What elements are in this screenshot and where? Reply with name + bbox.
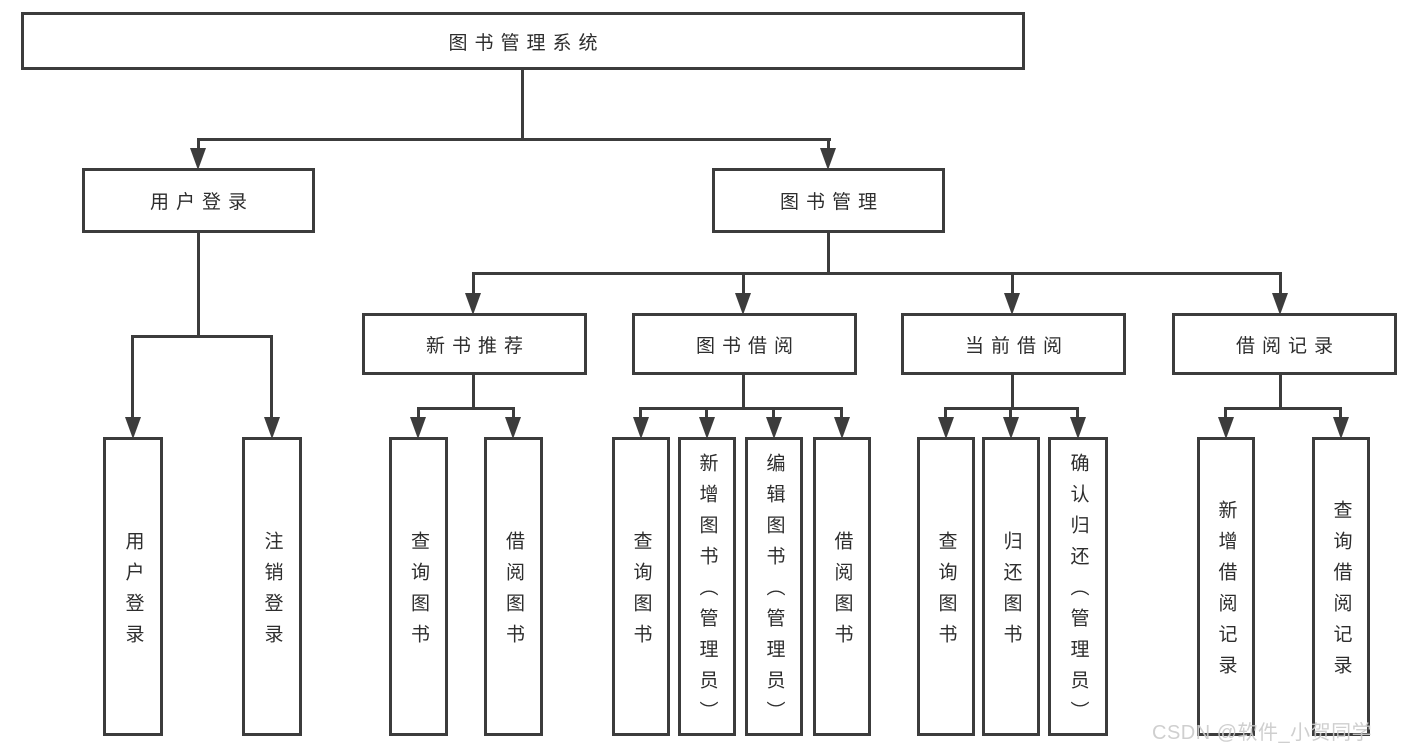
arrowhead-down-icon: [834, 417, 850, 439]
leaf-user-login: 用户登录: [103, 437, 163, 736]
connector-line: [197, 138, 200, 150]
arrowhead-down-icon: [465, 293, 481, 315]
connector-line: [639, 407, 843, 410]
connector-line: [639, 407, 642, 417]
connector-line: [705, 407, 708, 417]
arrowhead-down-icon: [735, 293, 751, 315]
connector-line: [742, 272, 745, 293]
arrowhead-down-icon: [766, 417, 782, 439]
arrowhead-down-icon: [1070, 417, 1086, 439]
connector-line: [840, 407, 843, 417]
leaf-borrow-borrow-books: 借阅图书: [813, 437, 871, 736]
connector-line: [417, 407, 420, 417]
connector-line: [197, 233, 200, 335]
node-book-borrow: 图书借阅: [632, 313, 857, 375]
arrowhead-down-icon: [1272, 293, 1288, 315]
connector-line: [944, 407, 947, 417]
connector-line: [197, 138, 831, 141]
connector-line: [1279, 375, 1282, 407]
arrowhead-down-icon: [125, 417, 141, 439]
connector-line: [1011, 272, 1014, 293]
node-book-management: 图书管理: [712, 168, 945, 233]
node-new-book-recommend: 新书推荐: [362, 313, 587, 375]
connector-line: [270, 335, 273, 417]
connector-line: [1224, 407, 1342, 410]
connector-line: [512, 407, 515, 417]
connector-line: [131, 335, 134, 417]
node-borrow-records: 借阅记录: [1172, 313, 1397, 375]
arrowhead-down-icon: [1003, 417, 1019, 439]
arrowhead-down-icon: [1333, 417, 1349, 439]
leaf-current-query-books: 查询图书: [917, 437, 975, 736]
leaf-logout: 注销登录: [242, 437, 302, 736]
csdn-watermark: CSDN @软件_小贺同学: [1152, 722, 1373, 744]
connector-line: [1011, 375, 1014, 407]
connector-line: [472, 272, 1282, 275]
arrowhead-down-icon: [264, 417, 280, 439]
arrowhead-down-icon: [633, 417, 649, 439]
connector-line: [827, 138, 830, 150]
leaf-borrow-query-books: 查询图书: [612, 437, 670, 736]
connector-line: [1279, 272, 1282, 293]
arrowhead-down-icon: [820, 148, 836, 170]
arrowhead-down-icon: [938, 417, 954, 439]
leaf-borrow-add-books-admin: 新增图书（管理员）: [678, 437, 736, 736]
connector-line: [1339, 407, 1342, 417]
connector-line: [742, 375, 745, 407]
connector-line: [1009, 407, 1012, 417]
connector-line: [521, 70, 524, 138]
arrowhead-down-icon: [1004, 293, 1020, 315]
leaf-borrow-edit-books-admin: 编辑图书（管理员）: [745, 437, 803, 736]
leaf-current-return-books: 归还图书: [982, 437, 1040, 736]
arrowhead-down-icon: [190, 148, 206, 170]
leaf-records-query-record: 查询借阅记录: [1312, 437, 1370, 736]
arrowhead-down-icon: [1218, 417, 1234, 439]
arrowhead-down-icon: [699, 417, 715, 439]
arrowhead-down-icon: [410, 417, 426, 439]
connector-line: [827, 233, 830, 272]
connector-line: [472, 272, 475, 293]
leaf-recommend-query-books: 查询图书: [389, 437, 448, 736]
node-root: 图书管理系统: [21, 12, 1025, 70]
connector-line: [1076, 407, 1079, 417]
connector-line: [417, 407, 515, 410]
node-user-login: 用户登录: [82, 168, 315, 233]
connector-line: [772, 407, 775, 417]
connector-line: [131, 335, 273, 338]
leaf-recommend-borrow-books: 借阅图书: [484, 437, 543, 736]
arrowhead-down-icon: [505, 417, 521, 439]
leaf-records-add-record: 新增借阅记录: [1197, 437, 1255, 736]
connector-line: [1224, 407, 1227, 417]
node-current-borrow: 当前借阅: [901, 313, 1126, 375]
connector-line: [472, 375, 475, 407]
leaf-current-confirm-return-admin: 确认归还（管理员）: [1048, 437, 1108, 736]
